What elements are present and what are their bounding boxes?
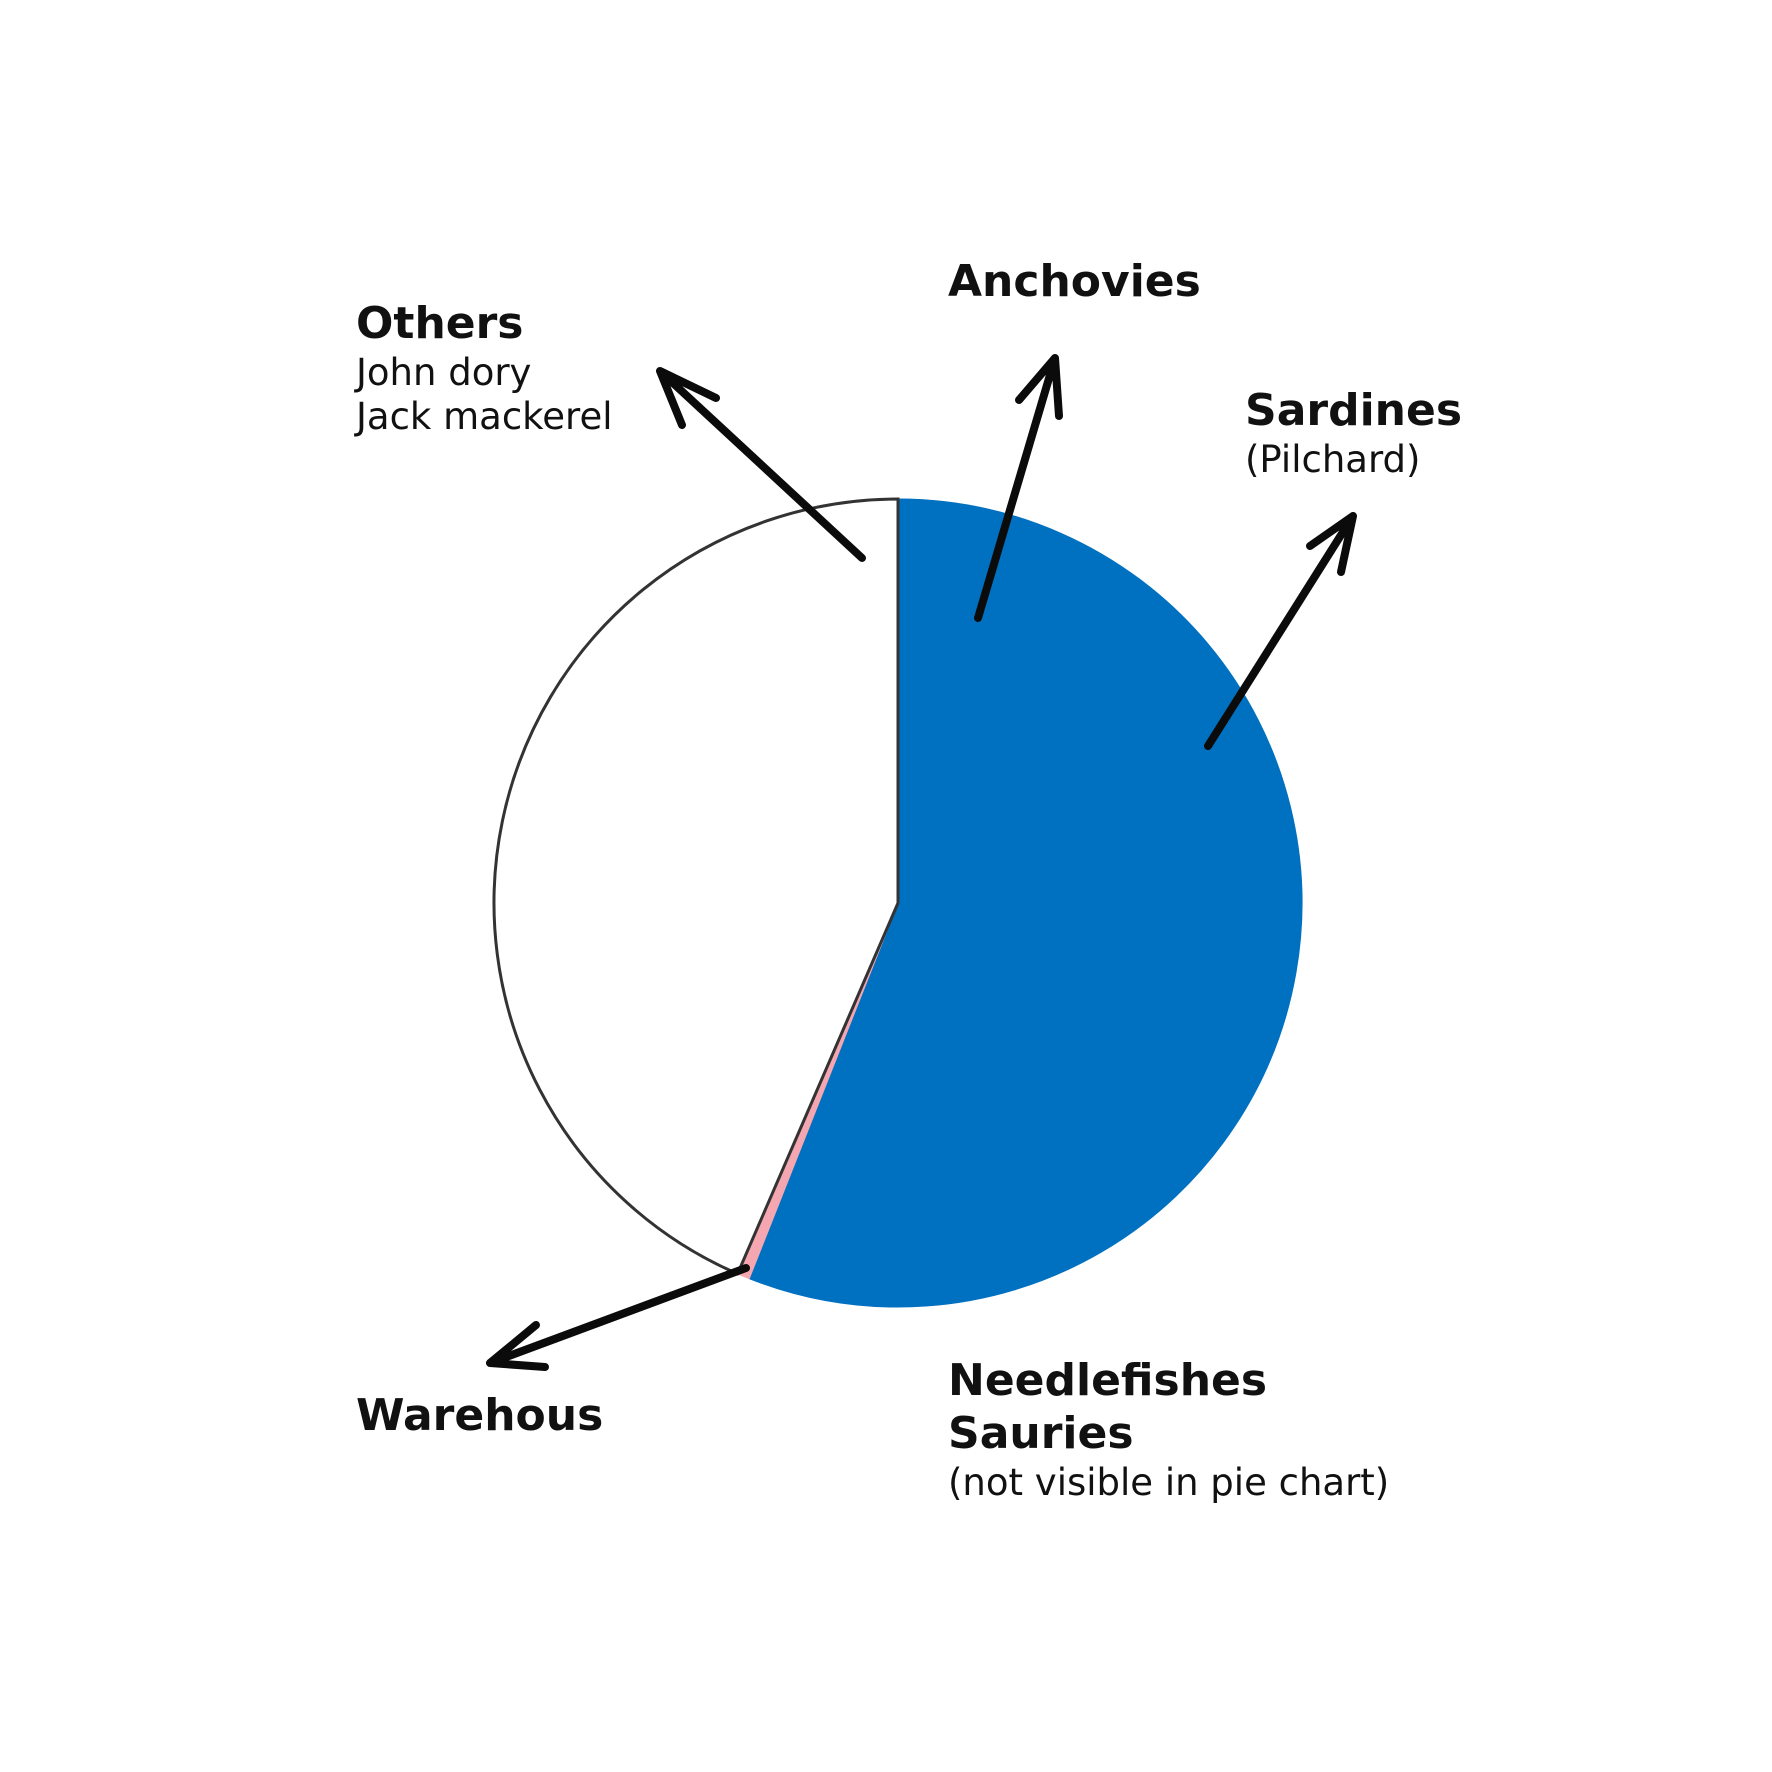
warehous-title: Warehous — [356, 1390, 604, 1441]
pie-slice-others — [492, 497, 900, 1276]
annotation-arrows — [486, 354, 1357, 1371]
pie-slices — [492, 497, 1303, 1308]
sardines-label: Sardines (Pilchard) — [1245, 385, 1462, 482]
sauries-title: Sauries — [948, 1407, 1134, 1459]
anchovies-title: Anchovies — [948, 256, 1201, 307]
needlefishes-title: Needlefishes — [948, 1355, 1268, 1406]
sardines-subtitle: (Pilchard) — [1245, 437, 1421, 481]
others-line-2: Jack mackerel — [356, 395, 613, 439]
anchovies-label: Anchovies — [948, 256, 1201, 309]
others-label: Others John dory Jack mackerel — [356, 298, 613, 440]
warehous-label: Warehous — [356, 1390, 603, 1443]
needlefishes-label: Needlefishes Sauries (not visible in pie… — [948, 1355, 1389, 1505]
sardines-arrow — [1204, 512, 1357, 750]
others-title: Others — [356, 298, 524, 349]
needlefishes-note: (not visible in pie chart) — [948, 1460, 1390, 1504]
others-arrow — [656, 367, 866, 562]
warehous-arrow — [486, 1264, 750, 1371]
pie-slice-sardines — [760, 498, 1303, 1308]
sardines-title: Sardines — [1245, 385, 1463, 436]
others-line-1: John dory — [356, 350, 532, 394]
anchovies-arrow — [974, 354, 1063, 622]
